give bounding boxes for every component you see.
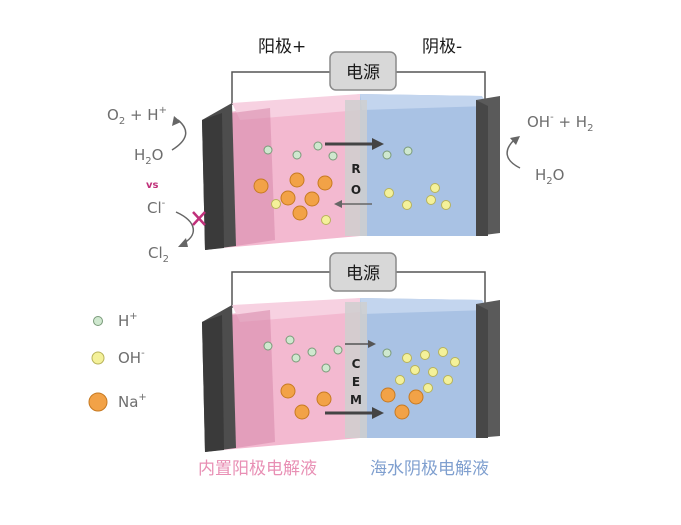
h-particle	[263, 145, 273, 155]
bottom-membrane-letter-e: E	[352, 375, 360, 389]
oh-particle	[428, 367, 438, 377]
na-particle	[280, 383, 296, 399]
top-membrane-letter-r: R	[351, 162, 360, 176]
anode-label: 阳极+	[258, 37, 306, 57]
legend-h-label: H+	[118, 311, 138, 330]
na-particle	[304, 191, 320, 207]
catholyte-caption: 海水阴极电解液	[370, 459, 489, 479]
h-particle	[291, 353, 301, 363]
h-particle	[292, 150, 302, 160]
top-power-box	[329, 51, 397, 91]
top-cathode-electrode-face	[476, 100, 488, 236]
na-particle	[408, 389, 424, 405]
legend-h-swatch	[93, 316, 103, 326]
anode-product: O2 + H+	[107, 105, 167, 127]
bottom-cathode-chamber-top	[360, 298, 488, 314]
oh-particle	[271, 199, 281, 209]
bottom-membrane	[345, 302, 367, 438]
top-power-wire-right	[396, 71, 486, 105]
legend-na-swatch	[88, 392, 108, 412]
bottom-membrane-letter-m: M	[350, 393, 362, 407]
cathode-product: OH- + H2	[527, 112, 593, 134]
na-particle	[253, 178, 269, 194]
legend-oh-label: OH-	[118, 348, 145, 367]
oh-particle	[426, 195, 436, 205]
anode-reaction-arrow-head	[172, 116, 181, 126]
bottom-arrow-big-head	[372, 407, 384, 419]
oh-particle	[423, 383, 433, 393]
cathode-label: 阴极-	[422, 37, 462, 57]
h-particle	[333, 345, 343, 355]
bottom-cell: 电源 C E M	[202, 252, 500, 452]
anode-reactant: H2O	[134, 146, 163, 167]
legend-oh-swatch	[91, 351, 105, 365]
na-particle	[380, 387, 396, 403]
na-particle	[294, 404, 310, 420]
h-particle	[321, 363, 331, 373]
h-particle	[382, 150, 392, 160]
h-particle	[328, 151, 338, 161]
oh-particle	[430, 183, 440, 193]
chloride-ion: Cl-	[147, 198, 166, 217]
na-particle	[289, 172, 305, 188]
vs-label: vs	[146, 180, 159, 191]
anolyte-caption: 内置阳极电解液	[198, 459, 317, 479]
na-particle	[292, 205, 308, 221]
oh-particle	[410, 365, 420, 375]
na-particle	[316, 391, 332, 407]
top-power-label: 电源	[346, 63, 380, 83]
top-anode-shade	[232, 108, 275, 246]
bottom-anode-shade	[232, 310, 275, 448]
oh-particle	[443, 375, 453, 385]
chloride-arrow-head	[178, 238, 188, 247]
oh-particle	[395, 375, 405, 385]
chloride-arrow	[175, 211, 194, 245]
h-particle	[313, 141, 323, 151]
na-particle	[317, 175, 333, 191]
top-power-wire	[231, 71, 330, 105]
bottom-power-wire	[231, 271, 330, 308]
legend-na-label: Na+	[118, 392, 147, 411]
top-cell: 电源 阳极+ 阴极- R O	[107, 37, 593, 265]
oh-particle	[402, 353, 412, 363]
cathode-reaction-arrow-head	[510, 136, 520, 145]
h-particle	[307, 347, 317, 357]
oh-particle	[384, 188, 394, 198]
anode-reaction-arrow	[171, 119, 187, 151]
bottom-anode-electrode-face	[202, 315, 224, 452]
h-particle	[382, 348, 392, 358]
bottom-power-wire-right	[396, 271, 486, 308]
top-membrane	[345, 100, 367, 236]
bottom-arrow-small-head	[368, 340, 376, 348]
oh-particle	[441, 200, 451, 210]
h-particle	[403, 146, 413, 156]
top-cathode-chamber-top	[360, 94, 488, 110]
oh-particle	[321, 215, 331, 225]
legend: H+ OH- Na+	[88, 311, 147, 412]
cathode-reaction-arrow	[506, 139, 521, 169]
bottom-power-label: 电源	[346, 264, 380, 284]
bottom-power-box	[329, 252, 397, 292]
top-arrow-right-head	[372, 138, 384, 150]
na-particle	[394, 404, 410, 420]
na-particle	[280, 190, 296, 206]
bottom-cathode-chamber	[360, 298, 482, 438]
top-cathode-chamber	[360, 94, 482, 236]
cathode-reactant: H2O	[535, 166, 564, 187]
oh-particle	[438, 347, 448, 357]
blocked-x-icon	[192, 211, 206, 226]
top-arrow-left-head	[334, 200, 342, 208]
h-particle	[285, 335, 295, 345]
oh-particle	[450, 357, 460, 367]
top-membrane-letter-o: O	[351, 183, 361, 197]
oh-particle	[402, 200, 412, 210]
bottom-membrane-letter-c: C	[352, 357, 361, 371]
chlorine-product: Cl2	[148, 244, 169, 265]
bottom-cathode-electrode-face	[476, 304, 488, 438]
oh-particle	[420, 350, 430, 360]
h-particle	[263, 341, 273, 351]
top-anode-electrode-face	[202, 113, 224, 250]
